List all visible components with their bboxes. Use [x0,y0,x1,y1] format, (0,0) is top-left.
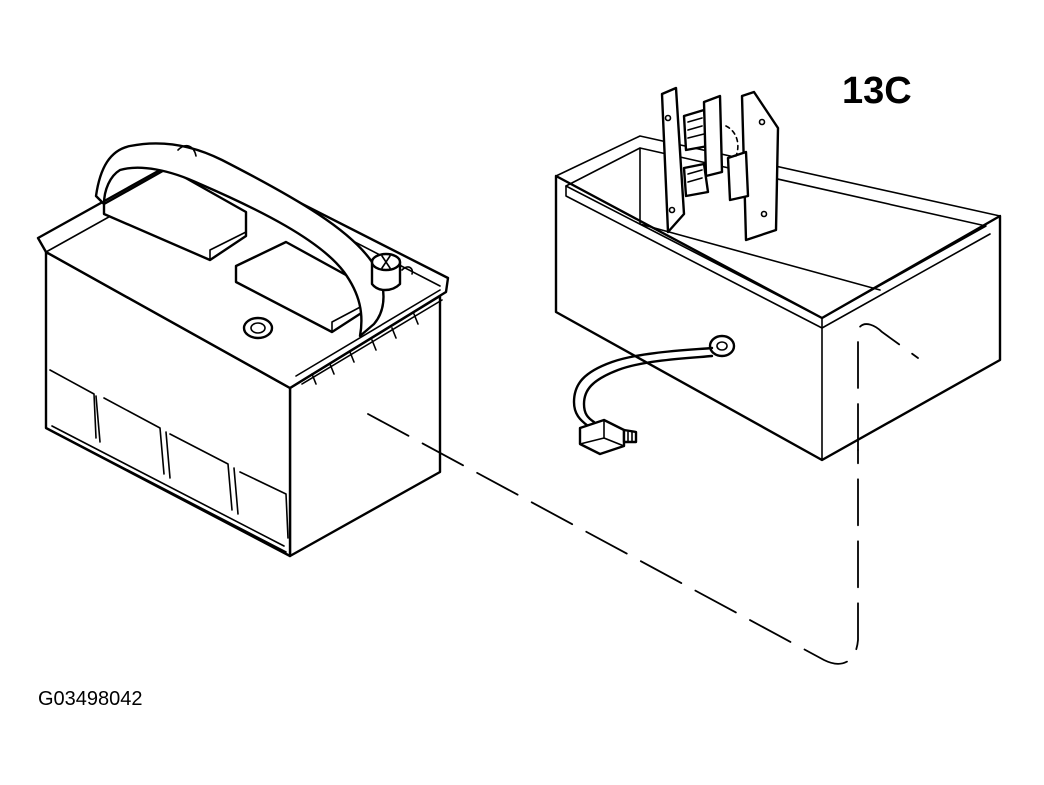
alignment-guide-lines [367,323,919,665]
car-battery-icon [36,142,450,558]
battery-tray-icon [554,86,1002,462]
figure-id: G03498042 [38,688,143,710]
callout-label: 13C [842,70,912,112]
electrical-connector-icon [578,418,638,456]
